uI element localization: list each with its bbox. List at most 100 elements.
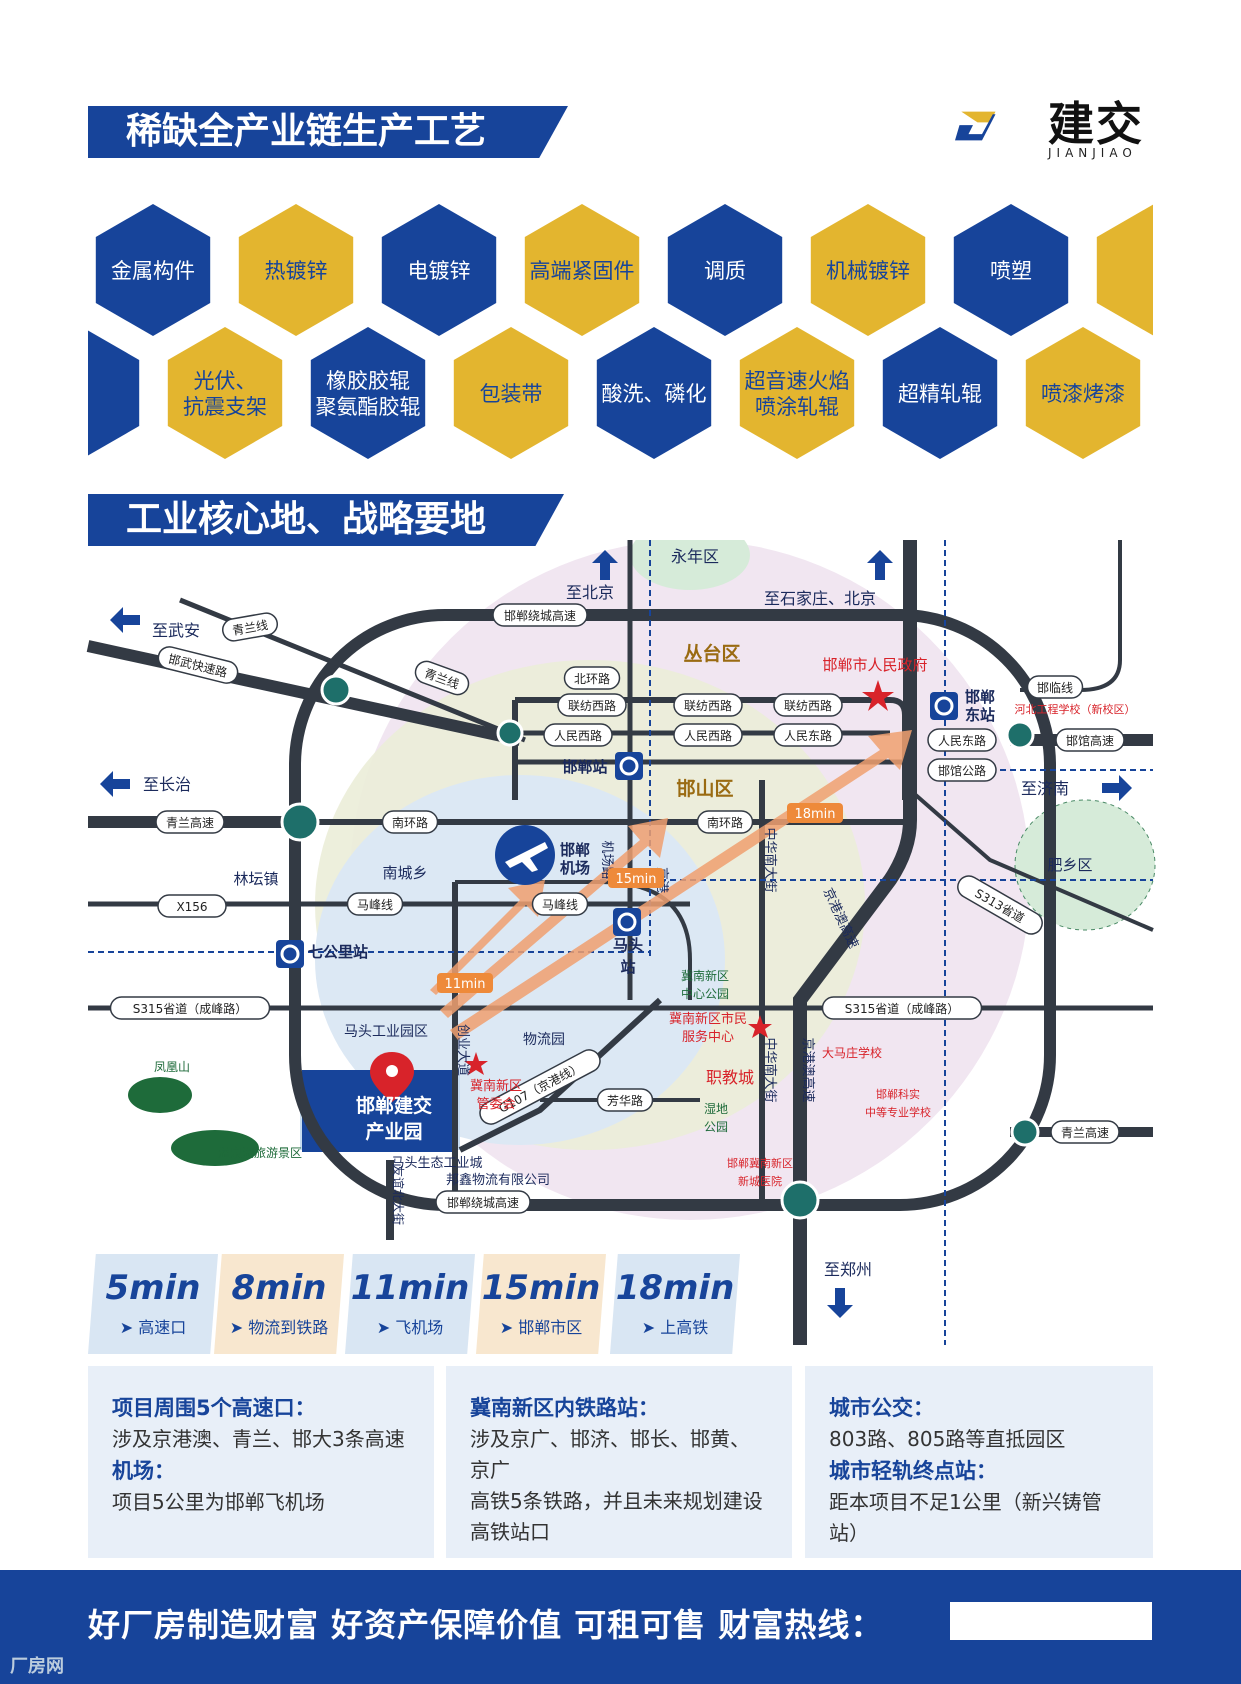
hex-label: 聚氨酯胶辊 [316,395,421,419]
road-tag-text: 青兰高速 [166,815,214,830]
road-tag-text: 邯郸绕城高速 [504,608,576,623]
fenghuang-hill [128,1077,192,1113]
district-feixiang: 肥乡区 [1047,856,1092,874]
road-tag-text: 人民西路 [684,728,732,743]
place-hd-east: 东站 [965,706,995,724]
road-tag-text: 青兰线 [231,618,269,638]
hex-process-top: 热镀锌 [238,204,354,336]
road-tag: S315省道（成峰路） [821,996,983,1020]
travel-time-text: 18min [794,807,835,822]
place-jinan-park: 中心公园 [681,986,729,1001]
place-wetland: 湿地 [704,1101,728,1116]
footer-bar: 好厂房制造财富 好资产保障价值 可租可售 财富热线： [0,1570,1241,1684]
travel-time-tag: 15min [608,868,664,888]
road-zhonghua: 中华南大街 [762,827,778,892]
road-tag: 联纺西路 [557,693,627,717]
road-tag: 人民东路 [773,723,843,747]
road-tag-text: 邯郸绕城高速 [447,1195,519,1210]
road-tag: 邯馆高速 [1055,728,1125,752]
place-lintan: 林坛镇 [233,870,278,888]
road-tag-text: 联纺西路 [784,698,832,713]
road-tag-text: 邯馆高速 [1066,733,1114,748]
place-qigongli: 七公里站 [308,943,368,961]
road-tag: 邯武快速路 [157,646,239,684]
place-bangxin: 邦鑫物流有限公司 [446,1172,550,1188]
process-hex-grid: 金属构件热镀锌电镀锌高端紧固件调质机械镀锌喷塑光伏、抗震支架橡胶胶辊聚氨酯胶辊包… [88,204,1153,459]
s313-road [908,788,1154,932]
yiquan-lake [171,1130,259,1166]
road-tag: 人民西路 [673,723,743,747]
place-committee: 管委会 [476,1097,515,1112]
travel-time-text: 11min [444,977,485,992]
info-heading: 机场： [112,1459,175,1483]
hex-label: 金属构件 [111,259,195,283]
road-tag: 青兰高速 [155,810,225,834]
road-tag-text: 北环路 [574,671,610,686]
ring-highway [289,609,1056,1211]
hex-label: 高端紧固件 [530,259,635,283]
pin-dot [386,1065,398,1077]
landmark-stars [464,680,894,1075]
interchange-markers [280,674,1040,1220]
direction-jinan: 至济南 [1021,779,1069,798]
place-yiquan: 溢泉湖旅游景区 [218,1145,302,1160]
hex-process-top [1096,204,1153,336]
info-text: 距本项目不足1公里（新兴铸管站） [829,1490,1102,1545]
hex-process-bottom: 喷漆烤漆 [1025,327,1141,459]
hex-label: 机械镀锌 [826,259,910,283]
road-zhonghua: 中华南大街 [762,1037,778,1102]
district-congtai: 丛台区 [683,642,740,665]
info-panel-rail: 冀南新区内铁路站： 涉及京广、邯济、邯长、邯黄、京广 高铁5条铁路，并且未来规划… [446,1366,792,1558]
hex-process-top: 喷塑 [953,204,1069,336]
info-panel-transit: 城市公交： 803路、805路等直抵园区 城市轻轨终点站： 距本项目不足1公里（… [805,1366,1153,1558]
station-icons [276,692,958,968]
direction-arrows [100,550,1132,1318]
road-tag: 联纺西路 [673,693,743,717]
place-wetland: 公园 [704,1120,728,1134]
info-text: 803路、805路等直抵园区 [829,1427,1066,1451]
travel-time-box: 15min ➤ 邯郸市区 [476,1254,606,1354]
district-yongnian: 永年区 [671,547,719,566]
road-tag: 联纺西路 [773,693,843,717]
hex-label: 酸洗、磷化 [602,382,707,406]
road-tag-text: 马峰线 [357,898,393,912]
place-damazhuang: 大马庄学校 [822,1045,882,1060]
travel-time-box: 5min➤ 高速口 [88,1254,218,1354]
hex-label: 超音速火焰 [745,369,850,393]
place-nancheng: 南城乡 [382,864,427,882]
road-tag-text: 南环路 [707,815,743,830]
hex-label: 热镀锌 [265,259,328,283]
travel-time-value: 15min [481,1268,601,1308]
info-text: 项目5公里为邯郸飞机场 [112,1490,325,1514]
road-tag: 邯临线 [1026,675,1084,699]
road-tag-text: S315省道（成峰路） [133,1001,248,1016]
place-matou-park: 马头工业园区 [344,1024,428,1040]
airplane-glyph [505,842,548,872]
hex-label: 光伏、 [194,369,257,393]
logo-subtitle: JIANJIAO [1048,146,1137,160]
road-tag-text: 联纺西路 [684,698,732,713]
road-tag-text: 人民东路 [784,728,832,743]
hotline-field [950,1602,1152,1640]
place-wuliu: 物流园 [523,1032,565,1048]
hex-process-top: 调质 [667,204,783,336]
road-tag: 邯郸绕城高速 [435,1190,531,1214]
road-tag-text: S315省道（成峰路） [845,1001,960,1016]
road-tag: 青兰线 [222,612,278,642]
road-tag-text: 邯临线 [1037,680,1073,695]
watermark: 厂房网 [10,1656,64,1677]
hex-label: 抗震支架 [183,395,267,419]
place-project: 产业园 [365,1120,422,1143]
info-heading: 项目周围5个高速口： [112,1396,316,1420]
road-chuangye: 创业大道 [455,1024,470,1076]
direction-changzhi: 至长治 [143,775,191,794]
logo-text: 建交 [1048,97,1144,151]
hex-process-top: 金属构件 [95,204,211,336]
travel-time-label: ➤ 邯郸市区 [499,1318,583,1337]
info-text: 涉及京广、邯济、邯长、邯黄、京广 [470,1427,750,1482]
road-tag: 邯郸绕城高速 [492,603,588,627]
travel-time-label: ➤ 飞机场 [376,1318,444,1337]
place-keshi: 中等专业学校 [865,1105,931,1119]
road-tag-text: X156 [176,900,207,914]
